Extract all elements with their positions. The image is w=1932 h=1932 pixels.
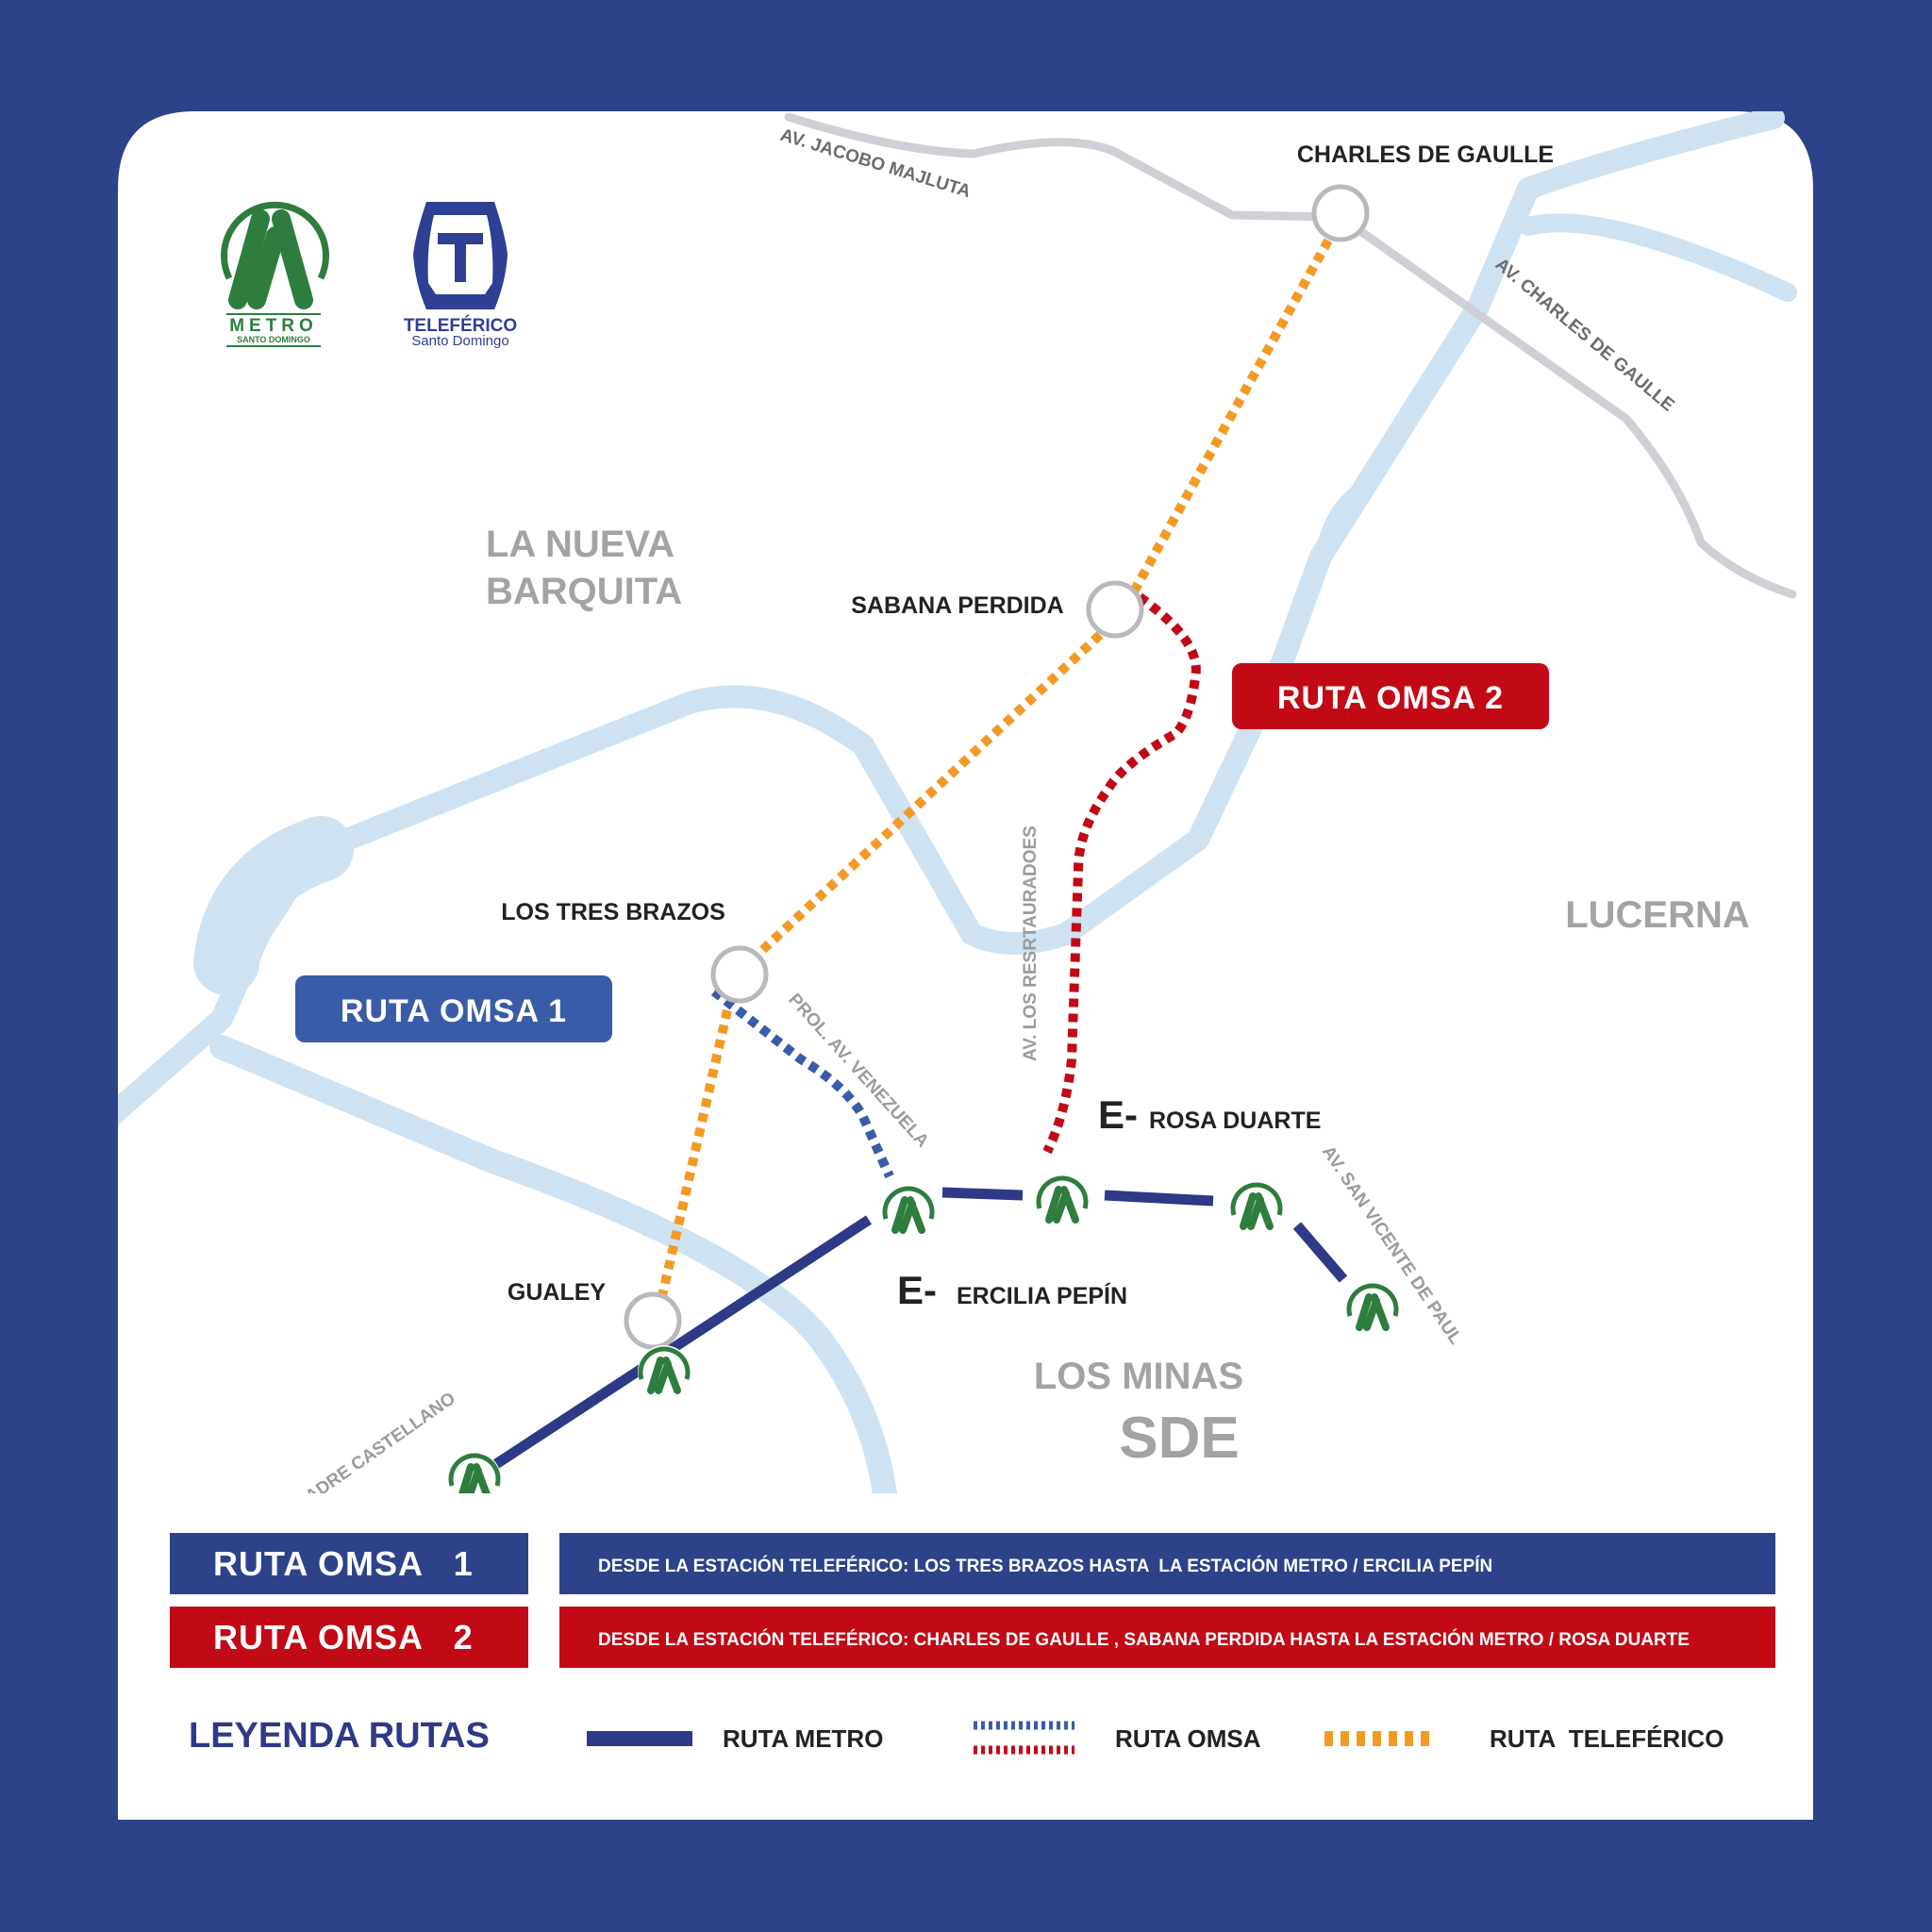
metro-station-icon[interactable] [1346, 1282, 1399, 1335]
legend-metro-swatch [587, 1731, 692, 1746]
badge-ruta-omsa-1: RUTA OMSA 1 [295, 975, 612, 1042]
legend: LEYENDA RUTAS RUTA METRO RUTA OMSA RUTA … [189, 1716, 1724, 1756]
legend-metro-label: RUTA METRO [723, 1724, 883, 1753]
roads [784, 112, 1797, 599]
route-omsa-1-title: RUTA OMSA 1 [213, 1544, 474, 1583]
legend-title: LEYENDA RUTAS [189, 1716, 490, 1756]
metro-logo-sub: SANTO DOMINGO [237, 335, 310, 344]
legend-teleferico-label: RUTA TELEFÉRICO [1490, 1724, 1724, 1753]
omsa2-line [1042, 592, 1201, 1155]
teleferico-logo-sub: Santo Domingo [411, 333, 508, 349]
route-omsa-2-title: RUTA OMSA 2 [213, 1618, 474, 1657]
label-rosa-duarte-prefix: E- [1098, 1092, 1138, 1137]
place-la-nueva-barquita-2: BARQUITA [486, 571, 682, 612]
route-omsa-2-desc: DESDE LA ESTACIÓN TELEFÉRICO: CHARLES DE… [598, 1629, 1690, 1650]
map-area: LA NUEVA BARQUITA LUCERNA LOS MINAS SDE … [118, 111, 1797, 1493]
map-card [118, 111, 1813, 1820]
station-los-tres-brazos[interactable] [710, 945, 769, 1004]
place-sde: SDE [1119, 1406, 1239, 1471]
street-los-restauradores: AV. LOS RESRTAURADOES [1021, 825, 1041, 1061]
place-lucerna: LUCERNA [1565, 894, 1750, 936]
label-ercilia-pepin: ERCILIA PEPÍN [957, 1282, 1127, 1309]
label-los-tres-brazos: LOS TRES BRAZOS [501, 899, 725, 925]
station-sabana-perdida[interactable] [1086, 580, 1144, 639]
metro-logo-word: METRO [229, 316, 318, 336]
omsa1-line [710, 988, 894, 1179]
teleferico-santo-domingo-logo: TELEFÉRICO Santo Domingo [404, 202, 517, 349]
label-ercilia-pepin-prefix: E- [897, 1268, 937, 1312]
teleferico-line [657, 238, 1333, 1302]
label-rosa-duarte: ROSA DUARTE [1149, 1108, 1321, 1134]
legend-omsa-label: RUTA OMSA [1115, 1724, 1261, 1753]
place-los-minas: LOS MINAS [1034, 1356, 1243, 1397]
teleferico-logo-word: TELEFÉRICO [404, 315, 517, 336]
route-omsa-1-desc: DESDE LA ESTACIÓN TELEFÉRICO: LOS TRES B… [598, 1556, 1492, 1576]
metro-santo-domingo-logo: METRO SANTO DOMINGO [221, 201, 329, 347]
place-la-nueva-barquita-1: LA NUEVA [486, 524, 675, 565]
rivers [118, 111, 1797, 1493]
badge-ruta-omsa-2-text: RUTA OMSA 2 [1277, 680, 1504, 716]
metro-station-ercilia-pepin-icon[interactable] [882, 1185, 935, 1238]
metro-station-rosa-duarte-icon[interactable] [1036, 1174, 1089, 1227]
metro-station-icon[interactable] [638, 1345, 691, 1398]
metro-station-icon[interactable] [1230, 1181, 1283, 1234]
station-charles-de-gaulle[interactable] [1311, 184, 1370, 242]
label-gualey: GUALEY [508, 1279, 607, 1306]
station-gualey[interactable] [624, 1291, 682, 1350]
label-charles-de-gaulle: CHARLES DE GAULLE [1297, 142, 1554, 168]
badge-ruta-omsa-2: RUTA OMSA 2 [1232, 663, 1549, 729]
route-row-omsa-1: RUTA OMSA 1 DESDE LA ESTACIÓN TELEFÉRICO… [170, 1533, 1775, 1594]
route-row-omsa-2: RUTA OMSA 2 DESDE LA ESTACIÓN TELEFÉRICO… [170, 1607, 1775, 1668]
label-sabana-perdida: SABANA PERDIDA [851, 592, 1063, 619]
badge-ruta-omsa-1-text: RUTA OMSA 1 [341, 993, 567, 1029]
